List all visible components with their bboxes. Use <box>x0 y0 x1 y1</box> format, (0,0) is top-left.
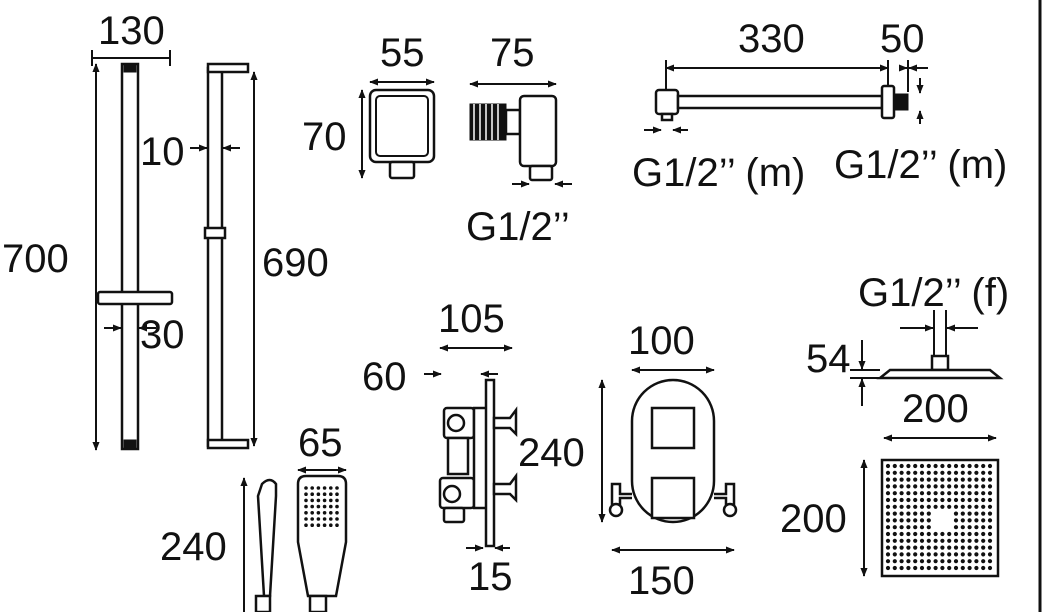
label-valve-width: 105 <box>438 297 505 341</box>
label-head-thread: G1/2’’ (f) <box>858 271 1009 315</box>
handset <box>254 474 348 612</box>
label-head-depth: 54 <box>806 337 851 381</box>
label-arm-length: 330 <box>738 17 805 61</box>
label-bar-height: 690 <box>262 241 329 285</box>
label-arm-flange: 50 <box>880 17 925 61</box>
label-rail-height: 700 <box>2 237 69 281</box>
label-handset-width: 65 <box>298 421 343 465</box>
shower-arm <box>654 84 909 122</box>
concealed-valve <box>438 378 518 548</box>
label-valve-depth: 60 <box>362 355 407 399</box>
shower-head-side <box>876 354 1004 380</box>
label-head-top-height: 200 <box>780 497 847 541</box>
label-rail-width: 130 <box>98 9 165 53</box>
label-handset-length: 240 <box>160 525 227 569</box>
label-elbow-width: 75 <box>490 31 535 75</box>
slide-bar <box>203 62 250 450</box>
label-arm-thread-right: G1/2’’ (m) <box>834 143 1007 187</box>
valve-faceplate <box>608 378 738 524</box>
label-plate-spread: 150 <box>628 559 695 603</box>
label-rail-clearance: 10 <box>140 130 185 174</box>
label-outlet-height: 70 <box>302 115 347 159</box>
label-outlet-width: 55 <box>380 31 425 75</box>
wall-outlet <box>368 88 436 180</box>
label-head-side-width: 200 <box>902 387 969 431</box>
shower-head-top <box>880 458 1000 578</box>
label-plate-width: 100 <box>628 319 695 363</box>
label-arm-thread-left: G1/2’’ (m) <box>632 151 805 195</box>
label-valve-plate-offset: 15 <box>468 555 513 599</box>
label-slider-depth: 30 <box>140 313 185 357</box>
riser-rail <box>96 62 174 451</box>
label-plate-height: 240 <box>518 431 585 475</box>
label-elbow-thread: G1/2’’ <box>466 205 570 249</box>
elbow-side <box>469 94 558 182</box>
